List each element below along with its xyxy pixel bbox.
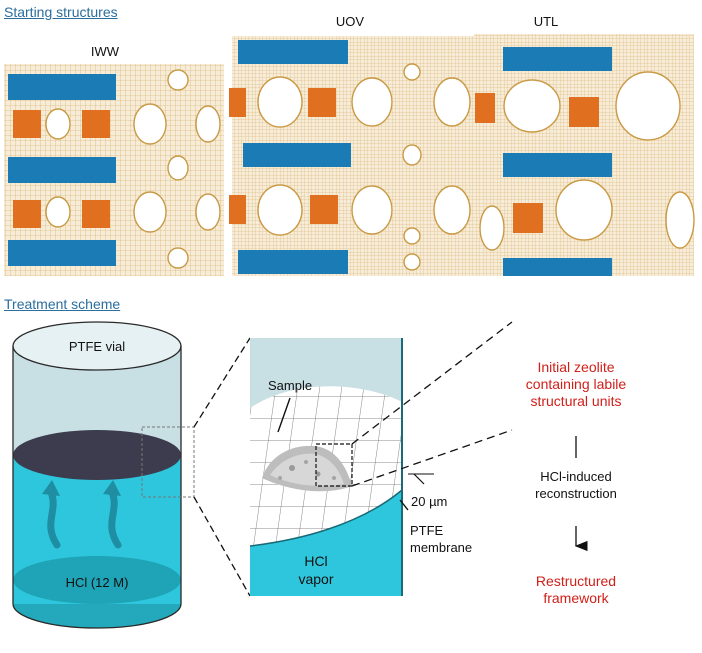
vapor-label-line2: vapor xyxy=(298,571,333,587)
iww-unit xyxy=(82,200,110,228)
zoom-line xyxy=(351,321,513,445)
framework-label-uov: UOV xyxy=(335,14,365,29)
membrane-label-line2: membrane xyxy=(410,540,472,555)
uov-layer-3 xyxy=(238,250,348,274)
vial-top-label: PTFE vial xyxy=(69,339,125,354)
treatment-scheme-title: Treatment scheme xyxy=(4,296,121,312)
step1-line3: structural units xyxy=(530,393,621,409)
utl-layer-3 xyxy=(503,258,612,276)
iww-layer-3 xyxy=(8,240,116,266)
uov-framework xyxy=(229,36,474,276)
sample-detail-box xyxy=(315,443,353,487)
step2-line2: reconstruction xyxy=(535,486,617,501)
utl-layer-2 xyxy=(503,153,612,177)
framework-label-utl: UTL xyxy=(533,14,559,29)
membrane-label-line1: PTFE xyxy=(410,523,444,538)
utl-unit xyxy=(475,93,495,123)
iww-framework xyxy=(4,64,224,276)
uov-unit xyxy=(229,195,246,224)
uov-pores xyxy=(257,63,471,271)
utl-layer-1 xyxy=(503,47,612,71)
ptfe-vial: PTFE vial HCl (12 M) xyxy=(12,321,195,629)
sample-pointer xyxy=(277,397,291,433)
hcl-liquid-surface xyxy=(13,556,181,604)
starting-structures-title: Starting structures xyxy=(4,4,118,20)
iww-unit xyxy=(13,200,41,228)
sample-disk xyxy=(13,430,181,480)
process-flow: Initial zeolite containing labile struct… xyxy=(526,359,627,606)
iww-pores xyxy=(45,69,221,269)
iww-unit xyxy=(82,110,110,138)
utl-framework xyxy=(474,34,695,276)
uov-unit xyxy=(308,88,336,117)
zoom-panel: Sample 20 µm PTFE membrane HCl vapor xyxy=(249,338,472,596)
zoom-line xyxy=(193,337,251,428)
zoom-line xyxy=(351,429,513,487)
membrane-pointer xyxy=(399,499,409,511)
vapor-label-line1: HCl xyxy=(304,553,327,569)
uov-layer-1 xyxy=(238,40,348,64)
hcl-vapor-region xyxy=(250,490,402,596)
utl-pores xyxy=(479,71,695,251)
step2-line1: HCl-induced xyxy=(540,469,612,484)
framework-label-iww: IWW xyxy=(90,44,120,59)
step1-line2: containing labile xyxy=(526,376,627,392)
step3-line2: framework xyxy=(543,590,609,606)
uov-unit xyxy=(229,88,246,117)
utl-unit xyxy=(569,97,599,127)
scale-label: 20 µm xyxy=(411,494,447,509)
zoom-line xyxy=(193,496,251,597)
iww-layer-1 xyxy=(8,74,116,100)
utl-unit xyxy=(513,203,543,233)
iww-unit xyxy=(13,110,41,138)
hcl-concentration-label: HCl (12 M) xyxy=(66,575,129,590)
zoom-box xyxy=(141,426,195,498)
sample-powder xyxy=(262,445,352,492)
iww-layer-2 xyxy=(8,157,116,183)
step1-line1: Initial zeolite xyxy=(537,359,614,375)
uov-unit xyxy=(310,195,338,224)
vapor-arrow xyxy=(46,486,61,549)
sample-label: Sample xyxy=(268,378,312,393)
uov-layer-2 xyxy=(243,143,351,167)
step3-line1: Restructured xyxy=(536,573,616,589)
vapor-arrow xyxy=(107,486,122,549)
